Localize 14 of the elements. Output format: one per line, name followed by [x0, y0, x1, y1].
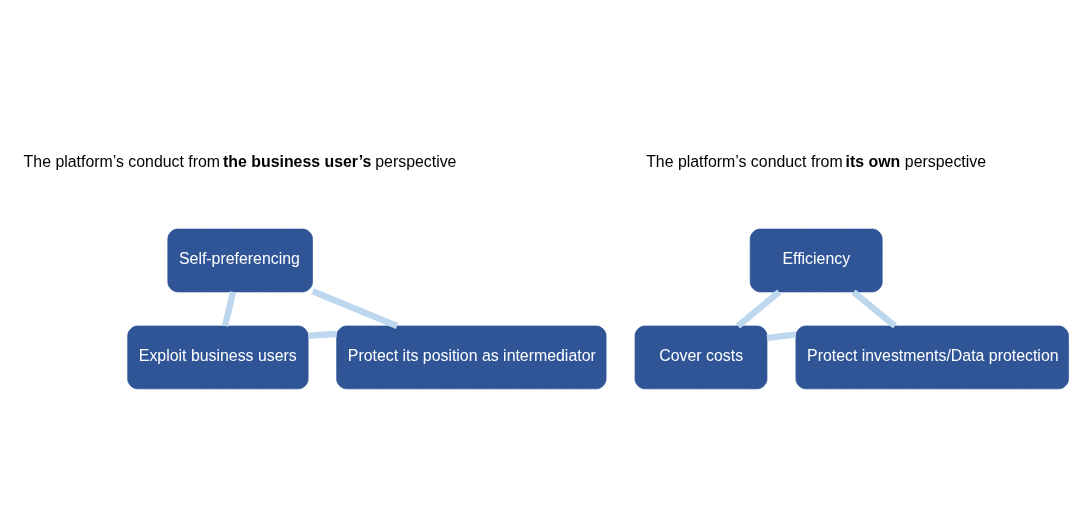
- connector: [307, 330, 337, 339]
- label: The platform’s conduct from its own perspective: [646, 152, 987, 170]
- label: The platform’s conduct from the business user’s perspective: [23, 152, 457, 170]
- connector: [311, 287, 399, 329]
- node-box: Protect investments/Data protection: [795, 325, 1069, 389]
- node-box: Self-preferencing: [167, 228, 313, 292]
- connector: [221, 290, 237, 327]
- node-box: Protect its position as intermediator: [336, 325, 607, 389]
- connector: [851, 289, 897, 328]
- node-box: Cover costs: [634, 325, 768, 389]
- node-box: Efficiency: [749, 228, 883, 292]
- node-box: Exploit business users: [127, 325, 309, 389]
- connector: [766, 331, 797, 341]
- connector: [736, 289, 782, 328]
